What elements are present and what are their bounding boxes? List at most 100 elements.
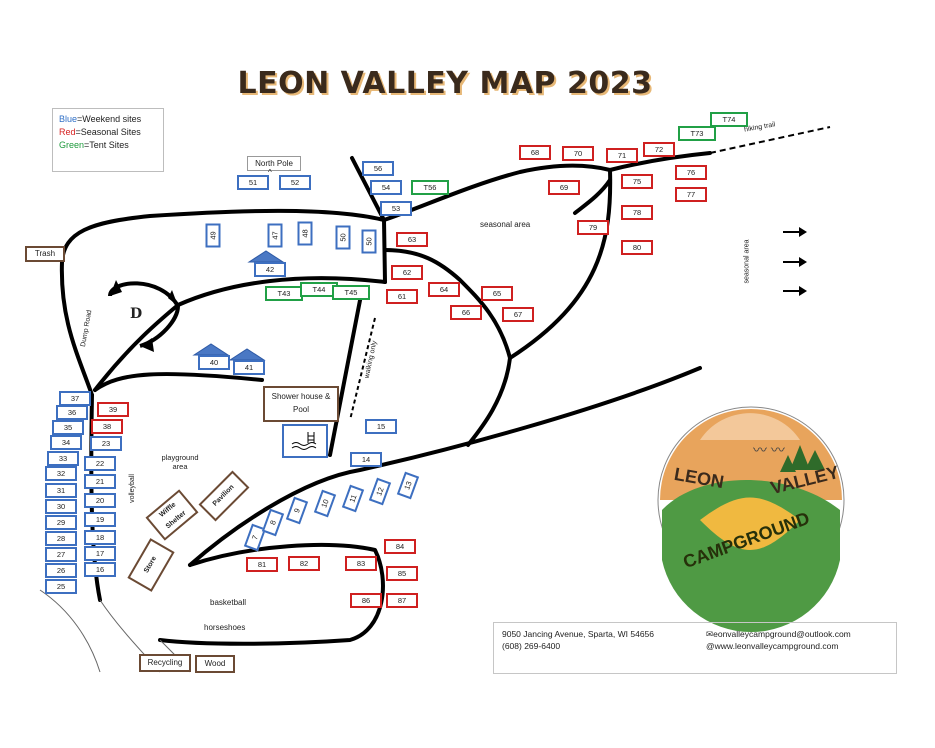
site-54[interactable]: 54	[370, 180, 402, 195]
site-69[interactable]: 69	[548, 180, 580, 195]
site-85[interactable]: 85	[386, 566, 418, 581]
site-42[interactable]: 42	[254, 262, 286, 277]
site-38[interactable]: 38	[91, 419, 123, 434]
shower-house: Shower house & Pool	[263, 386, 339, 422]
site-29[interactable]: 29	[45, 515, 77, 530]
site-78[interactable]: 78	[621, 205, 653, 220]
site-61[interactable]: 61	[386, 289, 418, 304]
site-15[interactable]: 15	[365, 419, 397, 434]
mail-icon: ✉	[706, 629, 714, 639]
site-56[interactable]: 56	[362, 161, 394, 176]
contact-box: 9050 Jancing Avenue, Sparta, WI 54656 (6…	[493, 622, 897, 674]
seasonal-area-east-label: seasonal area	[743, 239, 751, 284]
site-50b[interactable]: 50	[361, 229, 377, 254]
site-77[interactable]: 77	[675, 187, 707, 202]
site-86[interactable]: 86	[350, 593, 382, 608]
arrow-east-2	[783, 257, 807, 267]
site-T73[interactable]: T73	[678, 126, 716, 141]
road-east-loop	[466, 168, 613, 447]
trash-sign: Trash	[25, 246, 65, 262]
site-66[interactable]: 66	[450, 305, 482, 320]
pool-icon	[291, 432, 317, 450]
site-25[interactable]: 25	[45, 579, 77, 594]
site-20[interactable]: 20	[84, 493, 116, 508]
d-marker: D	[130, 306, 143, 322]
site-87[interactable]: 87	[386, 593, 418, 608]
site-28[interactable]: 28	[45, 531, 77, 546]
legend-seasonal: Red=Seasonal Sites	[59, 127, 141, 137]
site-31[interactable]: 31	[45, 483, 77, 498]
site-75[interactable]: 75	[621, 174, 653, 189]
volleyball-label: volleyball	[128, 474, 136, 503]
site-34[interactable]: 34	[50, 435, 82, 450]
site-71[interactable]: 71	[606, 148, 638, 163]
site-50a[interactable]: 50	[335, 225, 351, 250]
site-47[interactable]: 47	[267, 223, 283, 248]
site-37[interactable]: 37	[59, 391, 91, 406]
email-text: eonvalleycampground@outlook.com	[713, 629, 851, 639]
site-35[interactable]: 35	[52, 420, 84, 435]
site-16[interactable]: 16	[84, 562, 116, 577]
web-row[interactable]: @www.leonvalleycampground.com	[706, 640, 851, 652]
road-east-branch	[573, 178, 612, 215]
site-63[interactable]: 63	[396, 232, 428, 247]
site-40[interactable]: 40	[198, 355, 230, 370]
site-30[interactable]: 30	[45, 499, 77, 514]
wood-sign: Wood	[195, 655, 235, 673]
site-33[interactable]: 33	[47, 451, 79, 466]
site-72[interactable]: 72	[643, 142, 675, 157]
road-to-shower	[93, 372, 264, 392]
site-41[interactable]: 41	[233, 360, 265, 375]
address-text: 9050 Jancing Avenue, Sparta, WI 54656	[502, 629, 655, 639]
site-48[interactable]: 48	[297, 221, 313, 246]
site-62[interactable]: 62	[391, 265, 423, 280]
email-row[interactable]: ✉eonvalleycampground@outlook.com	[706, 628, 851, 640]
site-T56[interactable]: T56	[411, 180, 449, 195]
site-14[interactable]: 14	[350, 452, 382, 467]
site-83[interactable]: 83	[345, 556, 377, 571]
contact-right: ✉eonvalleycampground@outlook.com @www.le…	[706, 628, 851, 652]
site-82[interactable]: 82	[288, 556, 320, 571]
pool	[282, 424, 328, 458]
site-18[interactable]: 18	[84, 530, 116, 545]
site-84[interactable]: 84	[384, 539, 416, 554]
site-T45[interactable]: T45	[332, 285, 370, 300]
contact-left: 9050 Jancing Avenue, Sparta, WI 54656 (6…	[502, 628, 654, 652]
site-65[interactable]: 65	[481, 286, 513, 301]
legend-tent: Green=Tent Sites	[59, 140, 129, 150]
road-inner-loop	[93, 276, 387, 392]
legend-weekend: Blue=Weekend sites	[59, 114, 142, 124]
north-pole-caret: ^	[268, 168, 272, 177]
cabin-40-roof	[192, 343, 230, 356]
site-T43[interactable]: T43	[265, 286, 303, 301]
site-80[interactable]: 80	[621, 240, 653, 255]
site-26[interactable]: 26	[45, 563, 77, 578]
site-17[interactable]: 17	[84, 546, 116, 561]
site-32[interactable]: 32	[45, 466, 77, 481]
site-70[interactable]: 70	[562, 146, 594, 161]
road-to-hiking	[608, 151, 712, 172]
map-title: LEON VALLEY MAP 2023	[237, 66, 653, 101]
site-21[interactable]: 21	[84, 474, 116, 489]
site-53[interactable]: 53	[380, 201, 412, 216]
web-text: www.leonvalleycampground.com	[714, 641, 839, 651]
site-23[interactable]: 23	[90, 436, 122, 451]
site-51[interactable]: 51	[237, 175, 269, 190]
site-39[interactable]: 39	[97, 402, 129, 417]
site-79[interactable]: 79	[577, 220, 609, 235]
legend: Blue=Weekend sites Red=Seasonal Sites Gr…	[52, 108, 164, 172]
site-76[interactable]: 76	[675, 165, 707, 180]
site-49[interactable]: 49	[205, 223, 221, 248]
site-52[interactable]: 52	[279, 175, 311, 190]
site-T74[interactable]: T74	[710, 112, 748, 127]
site-67[interactable]: 67	[502, 307, 534, 322]
site-81[interactable]: 81	[246, 557, 278, 572]
site-64[interactable]: 64	[428, 282, 460, 297]
site-36[interactable]: 36	[56, 405, 88, 420]
site-22[interactable]: 22	[84, 456, 116, 471]
site-68[interactable]: 68	[519, 145, 551, 160]
horseshoes-label: horseshoes	[204, 623, 246, 632]
site-27[interactable]: 27	[45, 547, 77, 562]
site-19[interactable]: 19	[84, 512, 116, 527]
